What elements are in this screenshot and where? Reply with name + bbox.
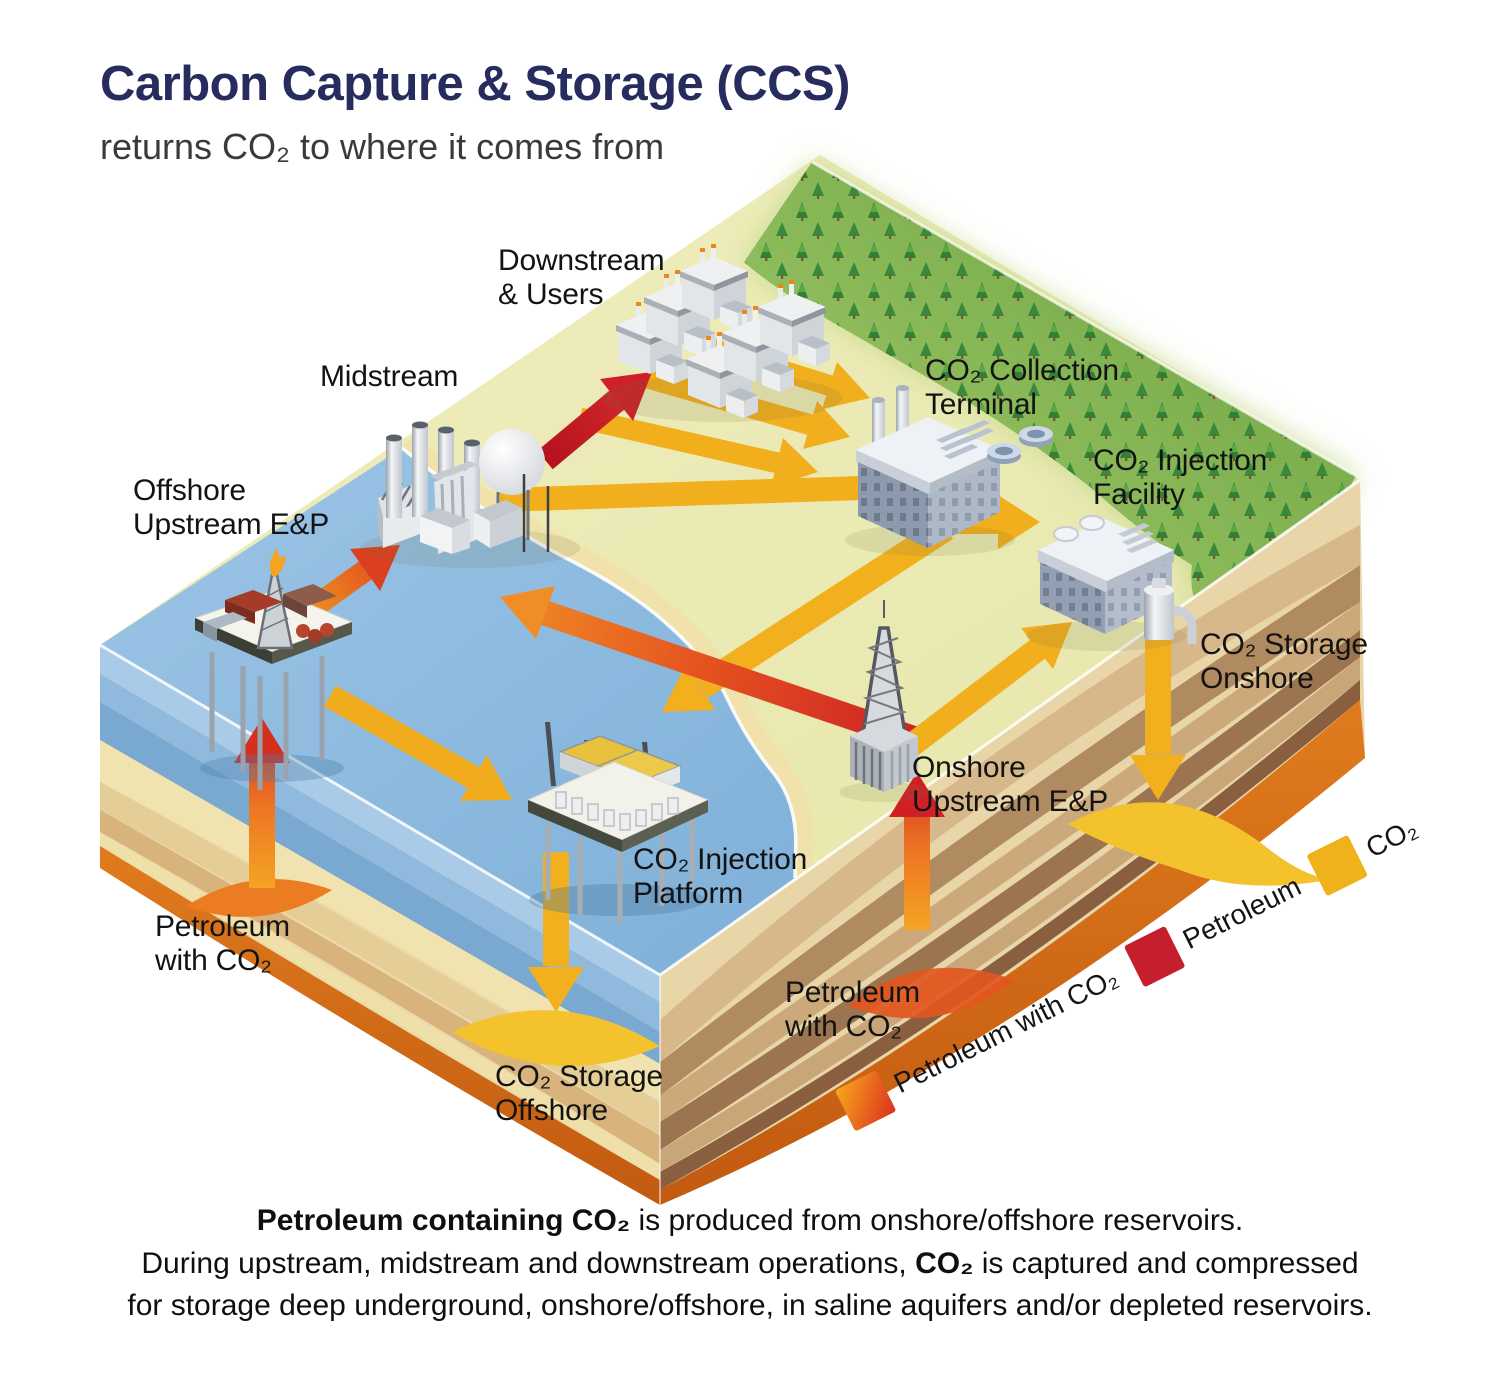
co2-down-arrow-offshore <box>528 852 584 1012</box>
petroleum-reservoir-offshore <box>186 879 332 917</box>
page-title: Carbon Capture & Storage (CCS) <box>100 57 851 111</box>
label-co2-storage-offshore: CO₂ Storage Offshore <box>495 1060 663 1127</box>
compressor-fans-icon <box>987 426 1053 464</box>
label-offshore-upstream-ep: Offshore Upstream E&P <box>133 474 329 541</box>
label-downstream-users: Downstream & Users <box>498 244 665 311</box>
caption-line2: During upstream, midstream and downstrea… <box>30 1243 1470 1286</box>
flare-icon <box>270 548 286 576</box>
co2-arrow-derrick-to-facility <box>900 622 1072 758</box>
co2-injection-platform-illustration <box>526 722 710 924</box>
label-petroleum-with-co2-onshore: Petroleum with CO₂ <box>785 976 920 1043</box>
petroleum-arrow-derrick-to-midstream <box>500 586 923 752</box>
caption-text: is produced from onshore/offshore reserv… <box>630 1204 1244 1237</box>
caption-text: is captured and compressed <box>973 1246 1359 1280</box>
offshore-platform-illustration <box>193 548 354 790</box>
co2-arrow-terminal-to-platform <box>662 517 954 712</box>
co2-storage-offshore-lens <box>452 1010 660 1066</box>
midstream-refinery-illustration <box>378 421 550 554</box>
wellhead-icon <box>1144 578 1197 644</box>
caption-line3: for storage deep underground, onshore/of… <box>127 1289 1373 1323</box>
co2-injection-facility-illustration <box>1038 515 1197 644</box>
caption-text: During upstream, midstream and downstrea… <box>141 1246 916 1280</box>
co2-arrow-offshore-pipeline <box>324 685 512 801</box>
petroleum-arrow-midstream-to-downstream <box>537 372 652 470</box>
caption-line1: Petroleum containing CO₂ is produced fro… <box>30 1200 1470 1243</box>
petroleum-up-arrow-onshore <box>889 772 945 930</box>
onshore-derrick-illustration <box>850 600 918 792</box>
caption-bold-phrase: Petroleum containing CO₂ <box>256 1204 631 1237</box>
page-subtitle: returns CO₂ to where it comes from <box>100 126 665 167</box>
label-midstream: Midstream <box>320 360 459 393</box>
label-onshore-upstream-ep: Onshore Upstream E&P <box>912 751 1108 818</box>
caption: Petroleum containing CO₂ is produced fro… <box>30 1200 1470 1328</box>
reservoir-lenses <box>186 802 1348 1066</box>
label-co2-injection-facility: CO₂ Injection Facility <box>1093 444 1268 511</box>
co2-storage-onshore-lens <box>1068 802 1348 886</box>
label-co2-collection-terminal: CO₂ Collection Terminal <box>925 354 1119 421</box>
forest <box>744 162 1356 654</box>
co2-down-arrow-onshore <box>1130 636 1186 800</box>
right-strata-face <box>660 480 1365 1205</box>
label-co2-storage-onshore: CO₂ Storage Onshore <box>1200 628 1368 695</box>
label-petroleum-with-co2-offshore: Petroleum with CO₂ <box>155 910 290 977</box>
co2-collection-terminal-illustration <box>856 385 1053 548</box>
label-co2-injection-platform: CO₂ Injection Platform <box>633 843 808 910</box>
petroleum-reservoir-onshore <box>848 967 1015 1019</box>
offshore-platform-shadow <box>200 754 344 782</box>
caption-bold-co2: CO₂ <box>915 1246 974 1280</box>
